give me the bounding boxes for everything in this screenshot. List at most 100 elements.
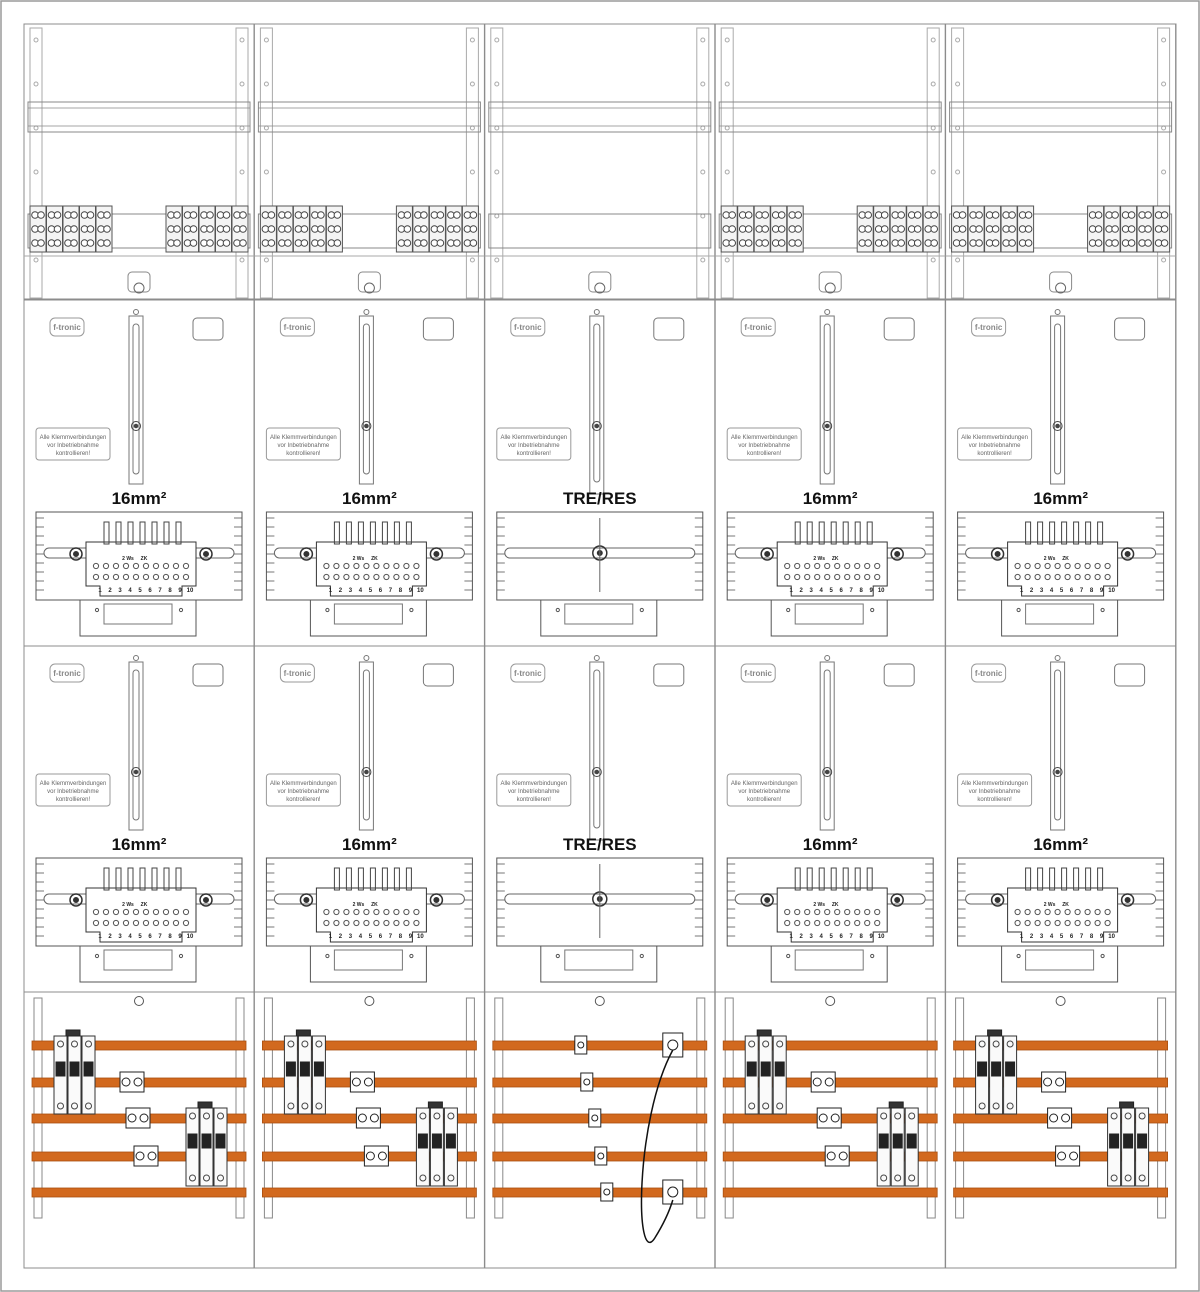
terminal-hole: [92, 562, 100, 570]
terminal-number: 8: [399, 588, 403, 594]
terminal-hole: [1044, 573, 1051, 581]
terminal-hole: [343, 573, 350, 581]
notice-label-line: kontrollieren!: [747, 797, 782, 803]
top-side-rail: [235, 27, 249, 299]
rail-hole: [469, 169, 475, 175]
terminal-finger: [1073, 867, 1080, 891]
meter-window: [1114, 317, 1146, 341]
clamp-screw: [363, 1077, 373, 1087]
terminal-hole: [1024, 908, 1031, 916]
terminal-screw: [436, 225, 445, 233]
terminal-mark: 2 Ws: [122, 902, 134, 908]
terminal-number: 7: [389, 934, 393, 940]
din-rail: [488, 101, 712, 133]
clamp-screw: [121, 1077, 131, 1087]
terminal-screw: [1008, 211, 1016, 219]
terminal-screw: [469, 211, 478, 219]
terminal-hole: [814, 562, 821, 570]
breaker-screw: [1124, 1174, 1132, 1182]
busbar-clamp: [355, 1107, 381, 1129]
terminal-hole: [182, 908, 190, 916]
breaker-screw: [217, 1174, 224, 1182]
mount-screw: [890, 893, 904, 907]
terminal-hole: [1054, 919, 1061, 927]
breaker-toggle: [1005, 1061, 1016, 1077]
terminal-number: 6: [1070, 588, 1074, 594]
notice-label-line: vor Inbetriebnahme: [969, 789, 1021, 795]
handle-dot: [639, 607, 644, 613]
mount-screw-center: [203, 551, 209, 557]
terminal-hole: [794, 573, 801, 581]
terminal-screw: [469, 225, 478, 233]
terminal-screw: [744, 239, 753, 247]
notice-label-line: vor Inbetriebnahme: [508, 443, 560, 449]
terminal-screw: [1008, 225, 1016, 233]
rail-hole: [700, 81, 706, 87]
terminal-mark: 2 Ws: [813, 902, 825, 908]
busbar-clamp: [133, 1145, 159, 1167]
terminal-screw: [239, 211, 247, 219]
breaker-screw: [301, 1102, 309, 1110]
terminal-screw: [744, 225, 753, 233]
terminal-number: 4: [128, 588, 132, 594]
notice-label-line: Alle Klemmverbindungen: [731, 435, 798, 441]
busbar-section: [945, 991, 1177, 1269]
terminal-hole: [182, 562, 190, 570]
terminal-hole: [112, 562, 120, 570]
busbar-clamp: [1047, 1107, 1073, 1129]
terminal-hole: [403, 908, 410, 916]
terminal-finger: [369, 521, 376, 545]
terminal-hole: [142, 573, 150, 581]
terminal-hole: [383, 562, 390, 570]
brand-logo-box: [279, 317, 315, 337]
terminal-number: 3: [810, 934, 814, 940]
rail-screw-center: [1055, 769, 1060, 775]
handle-plate: [770, 945, 888, 983]
terminal-number: 10: [1108, 588, 1115, 594]
terminal-number: 4: [1050, 934, 1054, 940]
clamp-screw: [357, 1113, 367, 1123]
mount-screw-center: [303, 551, 310, 557]
breaker-screw: [203, 1112, 210, 1120]
busbar-clamp: [1041, 1071, 1067, 1093]
handle-grip: [1025, 603, 1095, 625]
breaker-screw: [1138, 1174, 1146, 1182]
rail-screw: [361, 767, 372, 777]
terminal-hole: [102, 573, 110, 581]
rail-hole: [239, 257, 245, 263]
busbar-clamp: [588, 1108, 602, 1128]
terminal-hole: [1044, 919, 1051, 927]
rail-hole: [930, 169, 936, 175]
breaker-screw: [1006, 1040, 1014, 1048]
terminal-hole: [112, 919, 120, 927]
terminal-mark: ZK: [832, 902, 839, 908]
terminal-number: 5: [138, 934, 142, 940]
terminal-finger: [818, 521, 825, 545]
terminal-finger: [806, 867, 813, 891]
terminal-screw: [420, 225, 428, 233]
terminal-screw: [284, 239, 292, 247]
handle-plate: [79, 599, 197, 637]
mount-screw-center: [894, 551, 901, 557]
mounting-rail: [358, 315, 374, 485]
breaker-screw: [419, 1174, 427, 1182]
terminal-screw: [975, 225, 983, 233]
terminal-number: 4: [820, 934, 824, 940]
breaker-toggle: [1123, 1133, 1134, 1149]
notice-label-line: kontrollieren!: [747, 451, 782, 457]
terminal-hole: [182, 919, 190, 927]
rail-screw: [131, 767, 141, 777]
meter-window: [422, 663, 454, 687]
notice-label-line: kontrollieren!: [286, 451, 321, 457]
terminal-screw: [728, 225, 737, 233]
breaker-screw: [315, 1102, 323, 1110]
terminal-hole: [1024, 562, 1031, 570]
breaker-toggle: [83, 1061, 94, 1077]
terminal-screw: [1144, 211, 1152, 219]
terminal-hole: [1104, 919, 1111, 927]
terminal-screw: [317, 211, 325, 219]
terminal-screw: [70, 239, 78, 247]
